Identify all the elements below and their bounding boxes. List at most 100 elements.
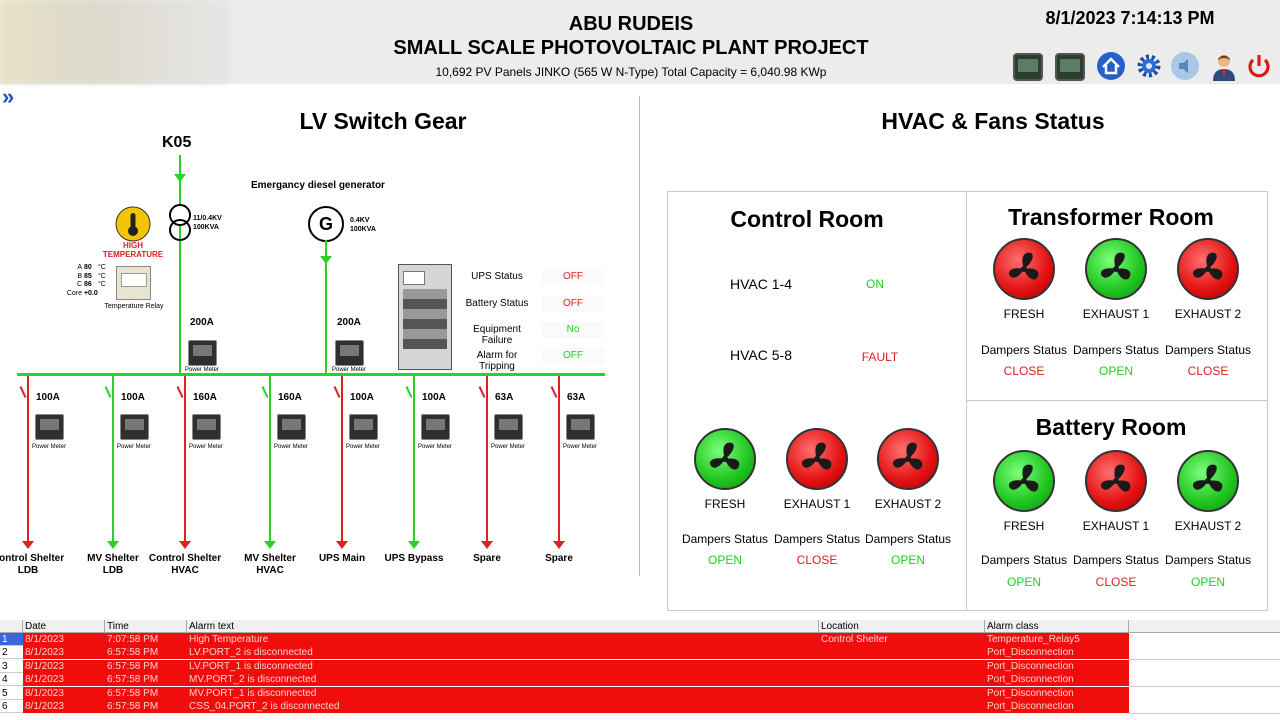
power-meter-icon[interactable] xyxy=(335,340,364,366)
feeder-name-line: UPS Main xyxy=(318,553,366,564)
alarm-col-class[interactable]: Alarm class xyxy=(985,620,1129,633)
relay-label-core: Core xyxy=(66,289,82,297)
warning-thermometer-icon xyxy=(115,206,151,242)
fan-icon[interactable] xyxy=(1085,450,1147,512)
monitor-icon[interactable] xyxy=(1013,53,1043,81)
transformer-voltage: 11/0.4KV xyxy=(193,215,222,222)
alarm-cell-text: High Temperature xyxy=(189,634,269,645)
power-meter-icon[interactable] xyxy=(35,414,64,440)
alarm-col-time[interactable]: Time xyxy=(105,620,187,633)
feeder-arrow xyxy=(481,541,493,549)
fan-label: FRESH xyxy=(1003,307,1045,321)
power-meter-icon[interactable] xyxy=(494,414,523,440)
feeder-name-line: Control Shelter xyxy=(0,553,65,564)
fan-icon[interactable] xyxy=(1085,238,1147,300)
breaker-icon xyxy=(478,386,486,398)
feeder-name[interactable]: UPS Bypass xyxy=(369,553,459,565)
feeder-name-line: HVAC xyxy=(256,565,284,576)
datetime-display: 8/1/2023 7:14:13 PM xyxy=(1045,8,1215,28)
alarm-col-text[interactable]: Alarm text xyxy=(187,620,819,633)
alarm-cell-time: 6:57:58 PM xyxy=(107,687,159,699)
damper-label: Dampers Status xyxy=(1072,553,1160,567)
power-icon[interactable] xyxy=(1244,51,1274,81)
hvac-unit-status: ON xyxy=(866,277,884,291)
power-meter-icon[interactable] xyxy=(566,414,595,440)
feeder-line xyxy=(184,376,186,544)
feeder-rating: 63A xyxy=(567,392,586,403)
power-meter-icon[interactable] xyxy=(120,414,149,440)
alarm-cell-date: 8/1/2023 xyxy=(25,687,64,699)
power-meter-icon[interactable] xyxy=(188,340,217,366)
ups-cabinet[interactable] xyxy=(398,264,452,370)
alarm-cell-text: MV.PORT_2 is disconnected xyxy=(189,674,317,686)
damper-status: CLOSE xyxy=(1187,364,1229,378)
settings-icon[interactable] xyxy=(1134,51,1164,81)
alarm-cell-location xyxy=(819,687,821,700)
fan-label: FRESH xyxy=(704,497,746,511)
expand-menu-icon[interactable]: » xyxy=(2,84,15,109)
feeder-name[interactable]: UPS Main xyxy=(297,553,387,565)
feeder-name-line: Spare xyxy=(473,553,501,564)
alarm-col-location[interactable]: Location xyxy=(819,620,985,633)
feeder-arrow xyxy=(336,541,348,549)
breaker-icon xyxy=(104,386,112,398)
fan-icon[interactable] xyxy=(993,238,1055,300)
user-icon[interactable] xyxy=(1209,51,1239,81)
relay-value-c: 86 xyxy=(83,281,92,289)
alarm-cell-time: 6:57:58 PM xyxy=(107,660,159,672)
alarm-row-index: 5 xyxy=(0,686,23,700)
fan-icon[interactable] xyxy=(993,450,1055,512)
feeder-line xyxy=(413,376,415,544)
damper-status: CLOSE xyxy=(1095,575,1137,589)
fan-icon[interactable] xyxy=(877,428,939,490)
relay-unit: °C xyxy=(97,264,106,271)
fan-icon[interactable] xyxy=(694,428,756,490)
feeder-rating: 100A xyxy=(350,392,374,403)
damper-label: Dampers Status xyxy=(681,532,769,546)
speaker-icon[interactable] xyxy=(1170,51,1200,81)
ups-status-row: UPS Status OFF xyxy=(458,265,608,289)
alarm-cell-text: CSS_04.PORT_2 is disconnected xyxy=(189,701,340,712)
hvac-unit-label: HVAC 5-8 xyxy=(730,347,792,363)
alarm-table[interactable]: Date Time Alarm text Location Alarm clas… xyxy=(0,620,1280,720)
relay-label-b: B xyxy=(77,272,82,280)
relay-value-core: +0.0 xyxy=(83,289,98,297)
feeder-name-line: MV Shelter xyxy=(244,553,296,564)
feeder-rating: 100A xyxy=(422,392,446,403)
alarm-cell-location xyxy=(819,646,821,659)
battery-status-value: OFF xyxy=(542,296,604,312)
power-meter-label: Power Meter xyxy=(490,444,525,450)
fan-icon[interactable] xyxy=(786,428,848,490)
fan-label: EXHAUST 2 xyxy=(1174,519,1242,533)
battery-status-label: Battery Status xyxy=(465,298,529,309)
monitor-icon[interactable] xyxy=(1055,53,1085,81)
alarm-row-index: 2 xyxy=(0,646,23,660)
fan-icon[interactable] xyxy=(1177,238,1239,300)
fan-icon[interactable] xyxy=(1177,450,1239,512)
ups-status-value: OFF xyxy=(542,269,604,285)
incomer-label: K05 xyxy=(162,134,192,151)
power-meter-icon[interactable] xyxy=(421,414,450,440)
feeder-name[interactable]: Spare xyxy=(514,553,604,565)
alarm-cell-time: 6:57:58 PM xyxy=(107,674,159,686)
alarm-cell-class: Port_Disconnection xyxy=(987,647,1074,659)
alarm-cell-class: Port_Disconnection xyxy=(987,674,1074,686)
feeder-line xyxy=(486,376,488,544)
power-meter-icon[interactable] xyxy=(192,414,221,440)
home-icon[interactable] xyxy=(1096,51,1126,81)
feeder-name[interactable]: Spare xyxy=(442,553,532,565)
alarm-col-date[interactable]: Date xyxy=(23,620,105,633)
feeder-arrow xyxy=(264,541,276,549)
power-meter-icon[interactable] xyxy=(349,414,378,440)
power-meter-icon[interactable] xyxy=(277,414,306,440)
